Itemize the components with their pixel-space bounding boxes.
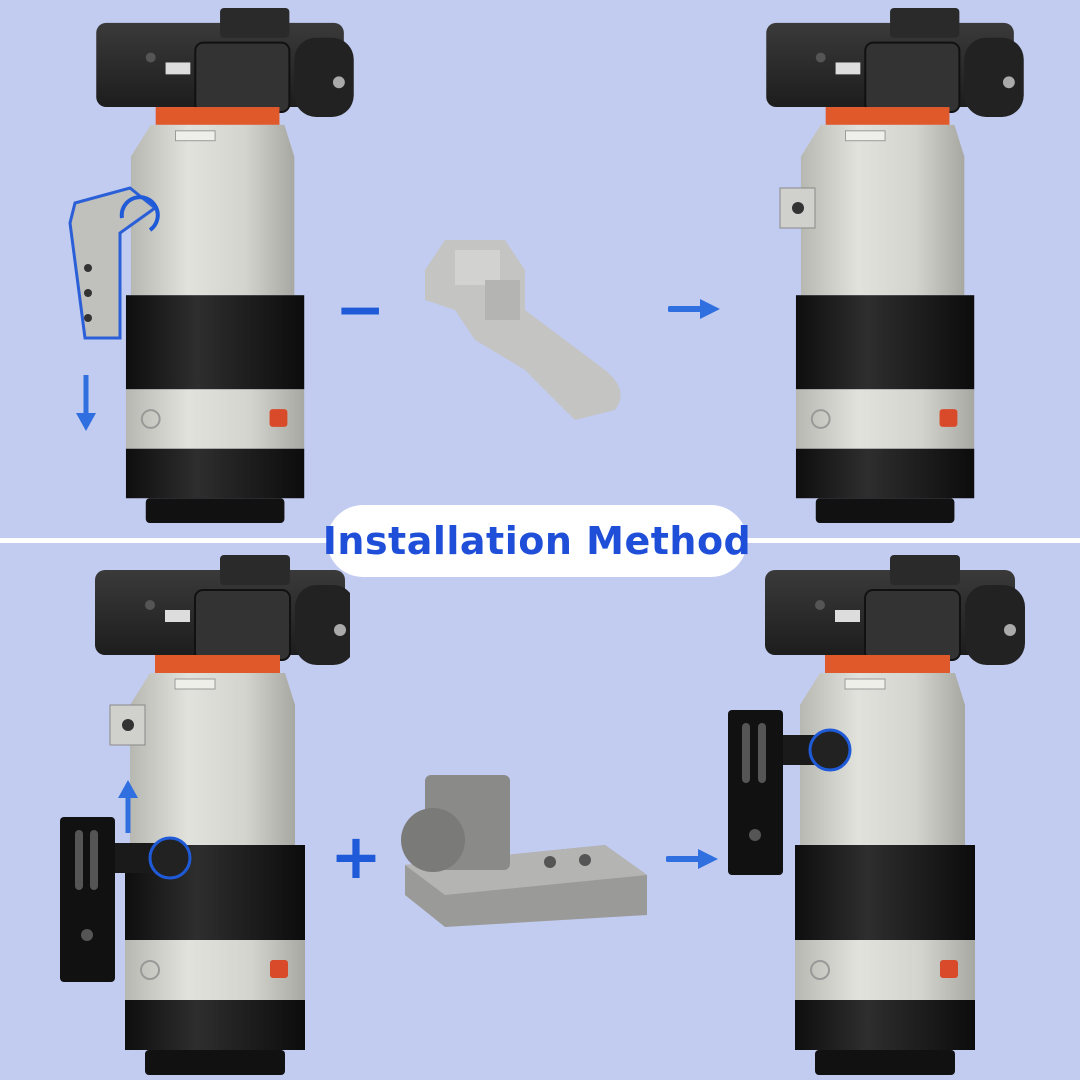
camera-lens-illustration: [765, 8, 1025, 523]
camera-lens-illustration: [728, 555, 1025, 1075]
minus-operator: −: [335, 275, 386, 345]
camera-lens-illustration: [68, 8, 355, 523]
arrow-right-icon: [668, 299, 720, 319]
arrow-right-icon: [666, 849, 718, 869]
rotate-arrow-icon: [119, 195, 160, 232]
step-foot-removed: [745, 8, 1045, 523]
original-gray-foot: [415, 230, 635, 430]
arrow-down-icon: [76, 375, 96, 431]
gray-foot-illustration: [425, 240, 621, 420]
step-installed: [720, 555, 1050, 1075]
step-remove-original-foot: [60, 8, 360, 523]
new-arca-plate: [385, 765, 655, 930]
arca-plate-illustration: [401, 775, 647, 927]
page-title: Installation Method: [322, 519, 752, 563]
heading-pill: Installation Method: [323, 505, 751, 577]
step-attach-new-plate: [50, 555, 355, 1075]
arrow-up-icon: [118, 780, 138, 833]
camera-lens-illustration: [60, 555, 355, 1075]
plus-operator: +: [330, 820, 382, 893]
